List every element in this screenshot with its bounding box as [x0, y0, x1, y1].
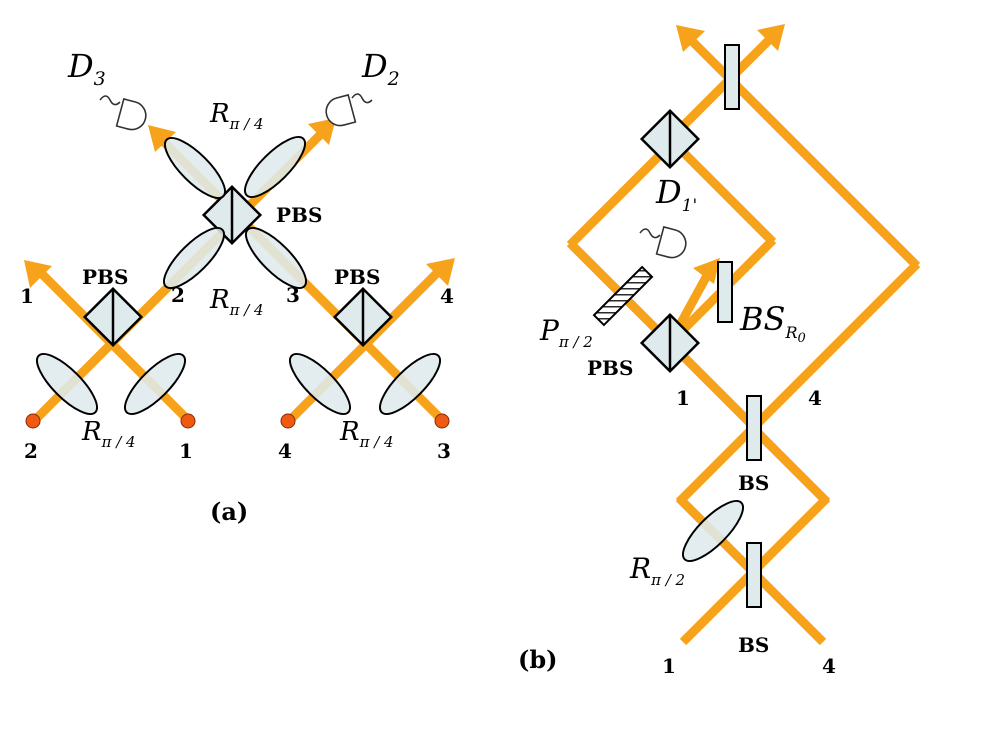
- port-label-mid-2: 2: [171, 283, 185, 307]
- rotator-lens-b: [682, 500, 744, 562]
- rotator-lens-bl: [163, 227, 225, 289]
- source-a-1: [180, 413, 196, 429]
- detector-d3-label: D3: [67, 47, 106, 90]
- detector-d1-icon: [639, 225, 687, 259]
- bs-bottom-plate: [746, 542, 762, 608]
- phase-plate-hatched: [592, 265, 654, 327]
- rotator-lens-a-1: [124, 353, 186, 415]
- beam-b-6: [750, 260, 921, 431]
- source-a-2: [25, 413, 41, 429]
- rotator-b-label: Rπ / 2: [629, 552, 685, 589]
- port-label-in-2: 2: [24, 439, 38, 463]
- bsr0-label: BSR0: [739, 300, 806, 346]
- pbs-top-label: PBS: [276, 203, 322, 227]
- panel-b: D1' Pπ / 2 PBS BSR0 BS BS Rπ / 2 1 4 1 4…: [518, 24, 921, 678]
- bs-middle-label: BS: [738, 471, 769, 495]
- pbs-left-label: PBS: [82, 265, 128, 289]
- arrowhead-b-top-left: [676, 25, 705, 52]
- detector-d2-icon: [325, 93, 373, 127]
- arrowhead-b-top-right: [757, 24, 785, 51]
- panel-a: D3 D2 Rπ / 4 Rπ / 4 Rπ / 4 Rπ / 4 PBS PB…: [20, 47, 455, 526]
- source-a-4: [280, 413, 296, 429]
- beam-b-3: [675, 423, 758, 506]
- port-b-label-1-mid: 1: [676, 386, 690, 410]
- rotator-lens-a-4: [289, 353, 351, 415]
- pbs-b-upper: [639, 108, 701, 170]
- beam-b-13: [666, 33, 776, 143]
- rotator-lens-tr: [244, 136, 306, 198]
- port-b-label-4-in: 4: [822, 654, 836, 678]
- rotator-label-middle: Rπ / 4: [209, 285, 264, 319]
- arrowhead-port-4: [426, 258, 455, 286]
- port-label-in-3: 3: [437, 439, 451, 463]
- port-b-label-4-mid: 4: [808, 386, 822, 410]
- beam-b-4: [750, 425, 831, 506]
- bs-top-plate: [724, 44, 740, 110]
- pbs-left: [82, 286, 144, 348]
- bs-middle-plate: [746, 395, 762, 461]
- pbs-b-label: PBS: [587, 356, 633, 380]
- port-label-out-4: 4: [440, 284, 454, 308]
- phase-plate-label: Pπ / 2: [539, 314, 593, 351]
- bs-bottom-label: BS: [738, 633, 769, 657]
- rotator-lens-tl: [164, 137, 226, 199]
- source-a-3: [434, 413, 450, 429]
- bsr0-plate: [717, 261, 733, 323]
- rotator-label-right: Rπ / 4: [339, 417, 394, 451]
- beam-b-11: [666, 135, 777, 246]
- port-b-label-1-in: 1: [662, 654, 676, 678]
- arrowhead-b-detector: [693, 258, 720, 284]
- panel-b-caption: (b): [518, 645, 558, 674]
- detector-d3-icon: [99, 95, 147, 131]
- pbs-right-label: PBS: [334, 265, 380, 289]
- pbs-right: [332, 286, 394, 348]
- arrowhead-port-1: [24, 260, 52, 288]
- port-label-in-4: 4: [278, 439, 292, 463]
- pbs-b-lower: [639, 312, 701, 374]
- panel-b-beams: [566, 33, 921, 646]
- rotator-lens-br: [245, 227, 307, 289]
- rotator-label-top: Rπ / 4: [209, 99, 264, 133]
- beam-b-7: [729, 78, 921, 270]
- rotator-lens-a-3: [379, 353, 441, 415]
- arrowhead-d2: [308, 118, 336, 145]
- rotator-label-left: Rπ / 4: [81, 417, 136, 451]
- detector-d1-label: D1': [655, 173, 697, 216]
- detector-d2-label: D2: [361, 47, 400, 90]
- port-label-out-1: 1: [20, 284, 34, 308]
- rotator-lens-a-2: [36, 353, 98, 415]
- beam-b-9: [566, 141, 674, 249]
- port-label-mid-3: 3: [286, 283, 300, 307]
- port-label-in-1: 1: [179, 439, 193, 463]
- arrowhead-d3: [148, 125, 176, 152]
- panel-a-caption: (a): [210, 497, 248, 526]
